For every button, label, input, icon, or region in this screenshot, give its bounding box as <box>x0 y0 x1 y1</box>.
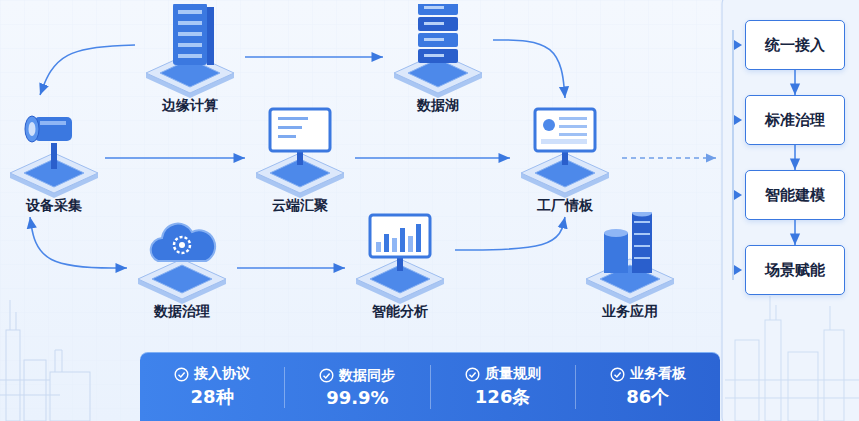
node-label: 数据治理 <box>127 303 237 321</box>
station-node: 云端汇聚 <box>245 98 355 217</box>
step-box: 智能建模 <box>745 170 845 220</box>
stat-label: 数据同步 <box>339 367 395 385</box>
check-icon <box>465 367 480 382</box>
stat-column: 接入协议 28种 <box>140 365 284 409</box>
flow-arrow <box>237 267 345 269</box>
check-icon <box>174 367 189 382</box>
stat-column: 质量规则 126条 <box>430 365 575 409</box>
station-node: 数据治理 <box>127 210 237 323</box>
flow-arrow <box>794 220 796 245</box>
node-label: 设备采集 <box>3 197 105 215</box>
step-box: 场景赋能 <box>745 245 845 295</box>
node-label: 云端汇聚 <box>245 197 355 215</box>
step-box: 统一接入 <box>745 20 845 70</box>
node-label: 数据湖 <box>383 97 493 115</box>
step-label: 统一接入 <box>765 36 825 55</box>
flow-arrow <box>455 217 565 250</box>
bracket-arrows <box>734 40 742 275</box>
factory-silhouette <box>725 296 859 421</box>
step-label: 场景赋能 <box>765 261 825 280</box>
stats-bar: 接入协议 28种 数据同步 99.9% 质量规则 126条 业务看板 86个 <box>140 352 720 421</box>
stat-head: 质量规则 <box>465 365 541 383</box>
stat-label: 接入协议 <box>194 365 250 383</box>
step-label: 标准治理 <box>765 111 825 130</box>
station-node: 业务应用 <box>575 212 685 323</box>
bracket-line <box>732 30 733 280</box>
stat-value: 126条 <box>475 385 531 409</box>
stat-value: 86个 <box>626 385 669 409</box>
station-node: 边缘计算 <box>135 4 245 117</box>
node-label: 智能分析 <box>345 303 455 321</box>
stat-value: 28种 <box>191 385 234 409</box>
station-node: 设备采集 <box>3 95 105 217</box>
step-box: 标准治理 <box>745 95 845 145</box>
station-node: 数据湖 <box>383 4 493 117</box>
flow-arrow <box>355 157 510 159</box>
stat-label: 质量规则 <box>485 365 541 383</box>
flow-arrow <box>794 70 796 95</box>
flow-arrow <box>794 145 796 170</box>
flow-arrow <box>30 217 127 268</box>
stat-value: 99.9% <box>326 387 388 408</box>
check-icon <box>610 367 625 382</box>
stat-head: 业务看板 <box>610 365 686 383</box>
steps-panel <box>722 0 859 421</box>
stat-column: 数据同步 99.9% <box>284 367 429 408</box>
flow-arrow <box>493 40 565 98</box>
stat-label: 业务看板 <box>630 365 686 383</box>
station-node: 智能分析 <box>345 210 455 323</box>
dashed-arrow <box>622 157 716 158</box>
station-node: 工厂情板 <box>510 98 620 217</box>
stat-head: 数据同步 <box>319 367 395 385</box>
factory-silhouette <box>0 300 90 421</box>
check-icon <box>319 368 334 383</box>
stat-head: 接入协议 <box>174 365 250 383</box>
node-label: 边缘计算 <box>135 97 245 115</box>
node-label: 工厂情板 <box>510 197 620 215</box>
flow-arrow <box>105 157 245 159</box>
stat-column: 业务看板 86个 <box>575 365 720 409</box>
step-label: 智能建模 <box>765 186 825 205</box>
flow-arrow <box>245 56 383 58</box>
node-label: 业务应用 <box>575 303 685 321</box>
flow-arrow <box>40 45 135 95</box>
